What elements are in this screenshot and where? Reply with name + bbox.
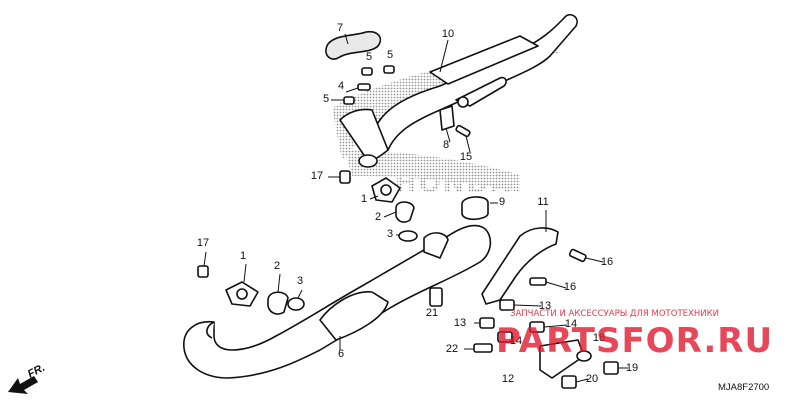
callout-c11: 11	[537, 196, 548, 208]
callout-c22: 22	[446, 343, 458, 355]
diagram-code: MJA8F2700	[718, 382, 769, 393]
callout-c17a: 17	[311, 170, 323, 182]
sleeve-part-9	[461, 196, 489, 221]
front-arrow-icon	[8, 376, 38, 394]
callout-c21: 21	[426, 307, 438, 319]
callout-c17b: 17	[197, 237, 209, 249]
callout-c16b: 16	[564, 281, 576, 293]
honda-wordmark: HONDA	[395, 169, 512, 199]
callout-c12: 12	[502, 373, 514, 385]
callout-c5b: 5	[387, 49, 393, 61]
clips-part-5	[343, 65, 395, 105]
callout-c13b: 13	[454, 317, 466, 329]
callout-c3a: 3	[387, 228, 393, 240]
callout-c16a: 16	[601, 256, 613, 268]
callout-c2a: 2	[375, 211, 381, 223]
upper-joint-parts	[339, 170, 418, 242]
callout-c14a: 14	[565, 318, 577, 330]
leader-lines	[203, 33, 628, 383]
callout-c1b: 1	[240, 250, 246, 262]
lower-exhaust-part-6	[183, 224, 492, 379]
callout-c15: 15	[460, 151, 472, 163]
front-direction-indicator: FR.	[8, 362, 47, 394]
callout-c3b: 3	[297, 275, 303, 287]
front-label: FR.	[26, 362, 47, 381]
callout-c20: 20	[586, 373, 598, 385]
callout-c5a: 5	[366, 51, 372, 63]
clamp-part-8	[439, 105, 471, 138]
callout-c8: 8	[443, 139, 449, 151]
watermark-caption: ЗАПЧАСТИ И АКСЕССУАРЫ ДЛЯ МОТОТЕХНИКИ	[510, 309, 719, 319]
callout-c9: 9	[499, 196, 505, 208]
callout-c18: 18	[593, 332, 605, 344]
lower-joint-parts	[197, 265, 305, 315]
callout-c1a: 1	[361, 193, 367, 205]
callout-c10: 10	[442, 28, 454, 40]
watermark-logo: PARTSFOR.RU	[496, 321, 773, 361]
callout-c6: 6	[338, 348, 344, 360]
callout-c19: 19	[626, 362, 638, 374]
callout-c4: 4	[338, 80, 344, 92]
callout-c5c: 5	[323, 93, 329, 105]
upper-muffler-part-10	[339, 13, 578, 168]
heat-shield-part-7	[325, 30, 382, 60]
callout-c13a: 13	[539, 300, 551, 312]
bracket-part-11	[429, 227, 619, 389]
callout-c2b: 2	[274, 260, 280, 272]
callout-c7: 7	[337, 22, 343, 34]
callout-c14b: 14	[510, 335, 522, 347]
